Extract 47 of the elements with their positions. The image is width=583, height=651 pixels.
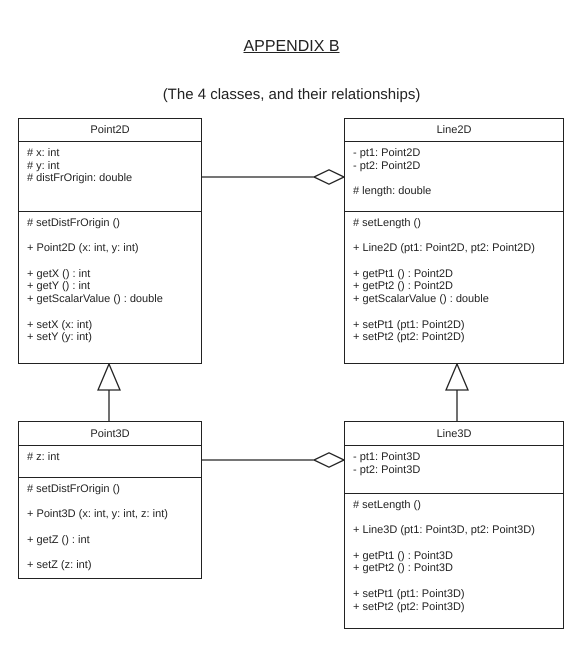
method-text: + getY () : int	[27, 280, 90, 294]
class-box	[18, 421, 202, 579]
method-text: + Point3D (x: int, y: int, z: int)	[27, 508, 168, 522]
aggregation-line	[202, 169, 345, 185]
attribute-text: # z: int	[27, 451, 60, 464]
class-box	[18, 118, 202, 364]
attribute-text: - pt1: Point2D	[353, 147, 420, 160]
attribute-text: # distFrOrigin: double	[27, 172, 132, 186]
attribute-text: - pt2: Point3D	[353, 464, 420, 476]
attribute-text: - pt1: Point3D	[353, 451, 420, 464]
method-text: + getX () : int	[27, 268, 90, 280]
aggregation-line	[202, 452, 345, 468]
method-text: + getPt1 () : Point3D	[353, 550, 453, 562]
inheritance-arrow	[445, 363, 469, 421]
class-name: Point2D	[90, 124, 130, 136]
method-text: + getScalarValue () : double	[353, 293, 489, 306]
method-text: + setPt1 (pt1: Point2D)	[353, 318, 465, 332]
title-text: APPENDIX B	[243, 38, 340, 55]
method-text: + Line2D (pt1: Point2D, pt2: Point2D)	[353, 242, 535, 256]
method-text: # setLength ()	[353, 499, 421, 512]
class-name: Point3D	[90, 428, 130, 440]
method-text: + setY (y: int)	[27, 331, 92, 344]
method-text: + Point2D (x: int, y: int)	[27, 242, 139, 256]
method-text: + getPt1 () : Point2D	[353, 268, 453, 280]
method-text: # setLength ()	[353, 217, 421, 230]
inheritance-arrow	[97, 363, 121, 421]
method-text: + setX (x: int)	[27, 318, 92, 332]
class-box	[344, 421, 564, 629]
method-text: + getScalarValue () : double	[27, 293, 163, 306]
method-text: # setDistFrOrigin ()	[27, 217, 120, 230]
attribute-text: - pt2: Point2D	[353, 160, 420, 172]
attribute-text: # x: int	[27, 147, 60, 160]
attribute-text: # length: double	[353, 185, 432, 198]
method-text: + getPt2 () : Point3D	[353, 562, 453, 576]
subtitle-text: (The 4 classes, and their relationships)	[162, 86, 420, 103]
class-name: Line2D	[436, 124, 472, 136]
class-name: Line3D	[436, 428, 472, 440]
method-text: + Line3D (pt1: Point3D, pt2: Point3D)	[353, 524, 535, 538]
attribute-text: # y: int	[27, 160, 60, 172]
method-text: + setPt2 (pt2: Point2D)	[353, 331, 465, 344]
method-text: + setPt2 (pt2: Point3D)	[353, 600, 465, 614]
method-text: + getPt2 () : Point2D	[353, 280, 453, 294]
method-text: + setPt1 (pt1: Point3D)	[353, 588, 465, 601]
method-text: + setZ (z: int)	[27, 559, 92, 572]
method-text: # setDistFrOrigin ()	[27, 483, 120, 496]
class-box	[344, 118, 564, 364]
method-text: + getZ () : int	[27, 534, 90, 546]
